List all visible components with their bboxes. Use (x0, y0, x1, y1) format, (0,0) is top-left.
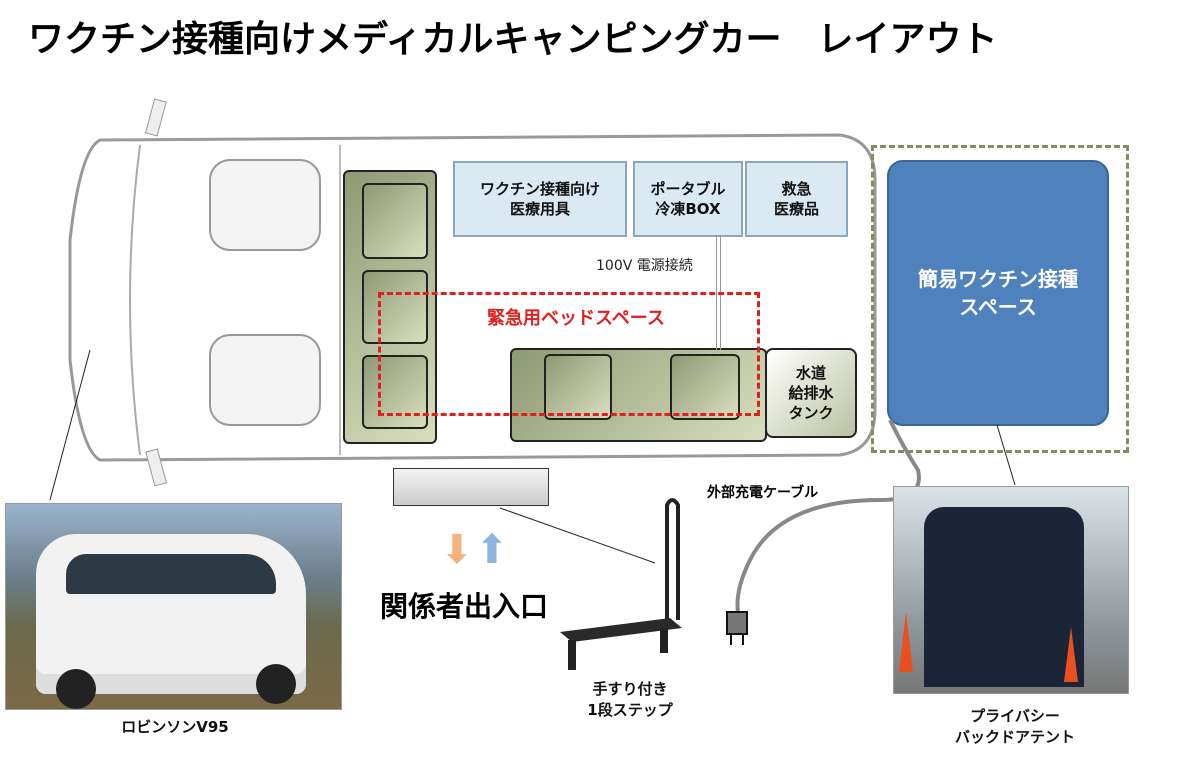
seat-cushion (544, 354, 612, 420)
plug-icon (726, 611, 748, 635)
freezer-box: ポータブル 冷凍BOX (633, 161, 743, 237)
emergency-supplies-box: 救急 医療品 (745, 161, 848, 237)
side-door (393, 468, 549, 506)
bed-label: 緊急用ベッドスペース (487, 308, 665, 329)
cable-label: 外部充電ケーブル (707, 485, 819, 501)
van-photo (5, 503, 342, 710)
vaccination-space: 簡易ワクチン接種 スペース (887, 160, 1109, 426)
arrow-down-icon: ⬇ (440, 527, 474, 573)
seat-cushion (362, 355, 428, 429)
tent-area (871, 145, 1129, 453)
arrow-up-icon: ⬆ (475, 527, 509, 573)
seat-cushion (362, 183, 428, 259)
medical-tools-box: ワクチン接種向け 医療用具 (453, 161, 627, 237)
power-label: 100V 電源接続 (596, 258, 693, 274)
emergency-bed-area (378, 292, 760, 416)
water-tank: 水道 給排水 タンク (765, 348, 857, 438)
seat-cushion (670, 354, 740, 420)
tent-caption: プライバシー バックドアテント (954, 707, 1075, 746)
van-caption: ロビンソンV95 (121, 718, 229, 736)
step-label: 手すり付き 1段ステップ (587, 680, 673, 719)
driver-seat (209, 159, 321, 251)
page-title: ワクチン接種向けメディカルキャンピングカー レイアウト (28, 19, 998, 60)
passenger-seat (209, 334, 321, 426)
entrance-label: 関係者出入口 (380, 590, 549, 623)
tent-photo (893, 486, 1129, 694)
step-stool-icon (560, 498, 682, 670)
seat-cushion (362, 270, 428, 344)
